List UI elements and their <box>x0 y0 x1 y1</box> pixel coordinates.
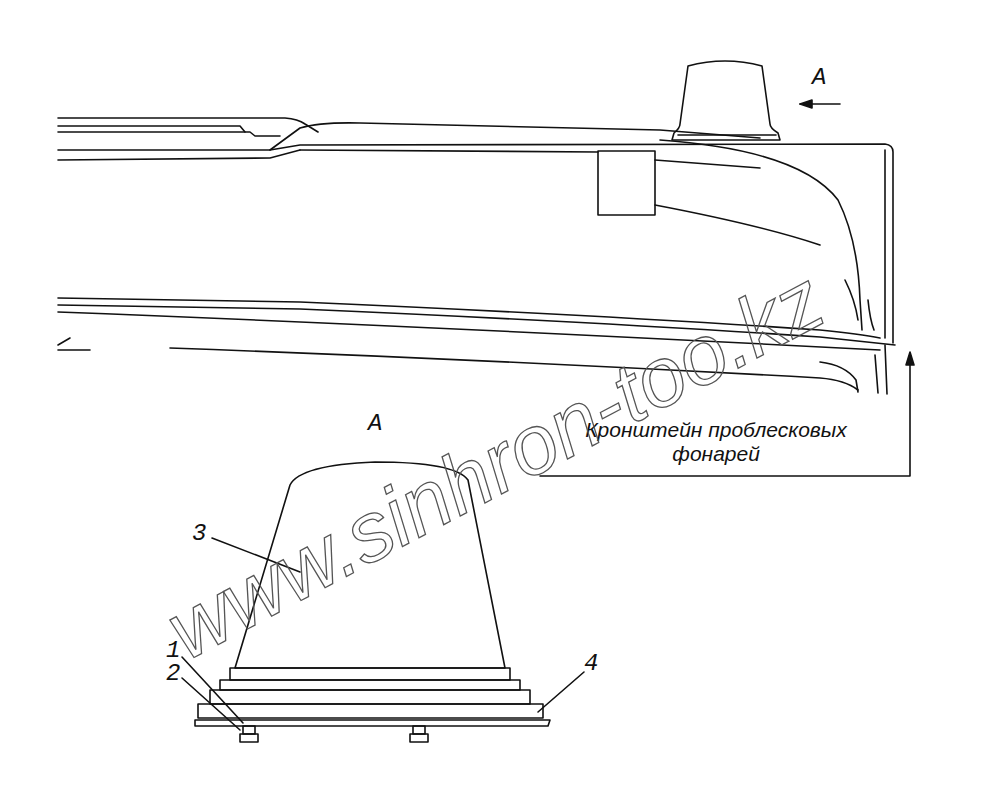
callout-number: 3 <box>192 520 206 548</box>
view-label: А <box>812 64 826 92</box>
view-label: А <box>368 410 382 438</box>
callout-number: 2 <box>166 660 180 688</box>
callout-number: 4 <box>584 650 598 678</box>
